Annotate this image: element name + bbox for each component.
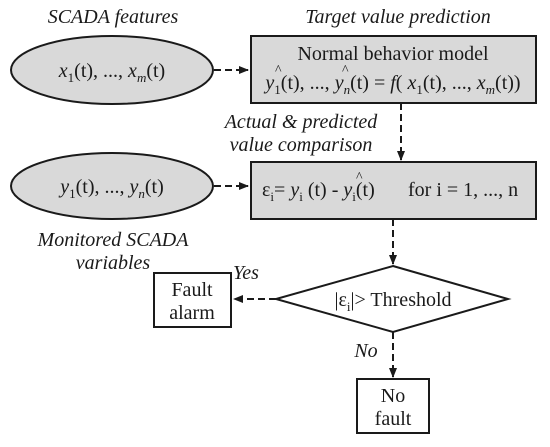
- model-box-equation: y1(t), ..., yn(t) = f( x1(t), ..., xm(t)…: [263, 72, 520, 97]
- no-fault-line1: No: [381, 385, 405, 407]
- decision-text: |εi|> Threshold: [334, 289, 451, 314]
- residual-box-equation: εi= yi (t) - yi(t): [262, 179, 375, 204]
- monitored-label-line2: variables: [76, 252, 151, 274]
- no-fault-box: [356, 378, 430, 434]
- no-fault-line2: fault: [375, 408, 412, 430]
- monitored-ellipse-text: y1(t), ..., yn(t): [58, 176, 164, 201]
- no-label: No: [353, 340, 377, 362]
- hat-yi: ^: [356, 170, 363, 185]
- monitored-label-line1: Monitored SCADA: [37, 229, 190, 251]
- features-ellipse: [10, 35, 214, 105]
- model-box-title: Normal behavior model: [297, 43, 488, 65]
- fault-alarm-box: [153, 272, 232, 328]
- monitored-ellipse: [10, 152, 214, 220]
- residual-range-text: for i = 1, ..., n: [408, 179, 518, 201]
- model-box: [250, 35, 537, 104]
- comparison-label-line1: Actual & predicted: [223, 111, 379, 133]
- fault-alarm-line2: alarm: [169, 302, 215, 324]
- features-ellipse-text: x1(t), ..., xm(t): [58, 60, 165, 85]
- scada-features-label: SCADA features: [48, 6, 179, 28]
- hat-y1: ^: [275, 63, 282, 78]
- hat-yn: ^: [342, 63, 349, 78]
- fault-alarm-line1: Fault: [171, 279, 213, 301]
- residual-box: [250, 161, 537, 220]
- comparison-label-line2: value comparison: [230, 134, 373, 156]
- target-prediction-label: Target value prediction: [305, 6, 491, 28]
- yes-label: Yes: [233, 262, 259, 284]
